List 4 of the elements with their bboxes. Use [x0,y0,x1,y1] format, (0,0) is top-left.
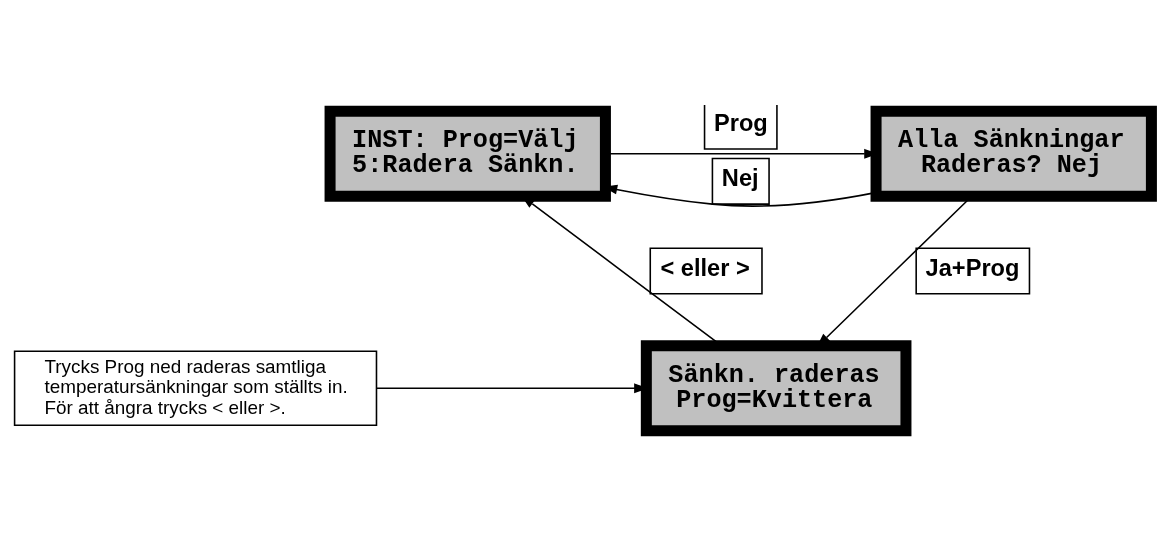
edge-label: Ja+Prog [925,254,1020,281]
edge-label: Prog [713,109,768,136]
edge-label: Nej [721,165,759,192]
edge-label: < eller > [660,254,750,281]
